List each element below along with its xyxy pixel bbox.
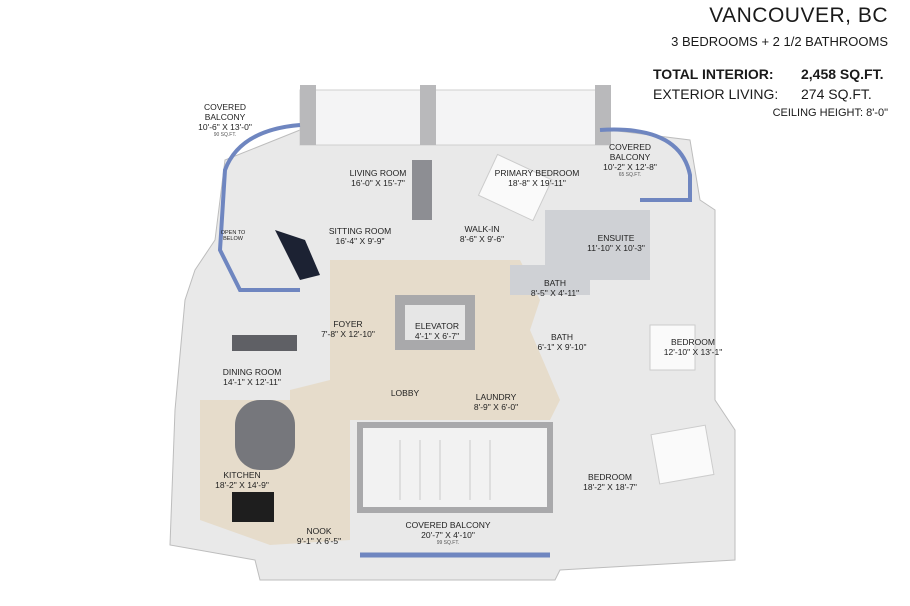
kitchen-range (232, 492, 274, 522)
primary-bed (477, 153, 553, 222)
room-name: COVERED BALCONY (608, 142, 652, 162)
room-name: OPEN TO BELOW (220, 230, 246, 242)
city-title: VANCOUVER, BC (709, 4, 888, 27)
room-name: NOOK (306, 526, 332, 536)
room-dims: 8'-9" X 6'-0" (473, 402, 519, 412)
room-area: 65 SQ.FT. (618, 172, 642, 178)
piano (275, 230, 320, 280)
room-area: 99 SQ.FT. (436, 540, 460, 546)
room-dims: 8'-5" X 4'-11" (530, 288, 580, 298)
room-lobby: LOBBY (391, 388, 419, 398)
room-name: LAUNDRY (475, 392, 517, 402)
room-name: BEDROOM (671, 337, 715, 347)
room-dims: 10'-6" X 13'-0" (198, 122, 252, 132)
sofa (412, 160, 432, 220)
room-name: COVERED BALCONY (203, 102, 247, 122)
room-name: BATH (550, 332, 574, 342)
room-dims: 6'-1" X 9'-10" (537, 342, 587, 352)
kitchen-island (235, 400, 295, 470)
room-name: KITCHEN (223, 470, 261, 480)
room-name: SITTING ROOM (328, 226, 392, 236)
room-dims: 9'-1" X 6'-5" (296, 536, 342, 546)
room-name: PRIMARY BEDROOM (494, 168, 580, 178)
room-dims: 4'-1" X 6'-7" (414, 331, 460, 341)
exterior-value: 274 SQ.FT. (801, 86, 872, 102)
room-dims: 18'-2" X 18'-7" (583, 482, 637, 492)
room-area: 90 SQ.FT. (213, 132, 237, 138)
room-name: LIVING ROOM (349, 168, 407, 178)
room-name: COVERED BALCONY (405, 520, 491, 530)
room-name: DINING ROOM (222, 367, 282, 377)
stairs (357, 422, 553, 513)
room-dims: 20'-7" X 4'-10" (421, 530, 475, 540)
room-name: WALK-IN (464, 224, 500, 234)
room-dims: 12'-10" X 13'-1" (663, 347, 723, 357)
room-dims: 16'-0" X 15'-7" (351, 178, 405, 188)
exterior-living: EXTERIOR LIVING: 274 SQ.FT. (653, 86, 872, 102)
room-name: LOBBY (390, 388, 420, 398)
total-interior-value: 2,458 SQ.FT. (801, 66, 884, 82)
room-dims: 18'-8" X 19'-11" (508, 178, 566, 188)
room-name: ENSUITE (597, 233, 635, 243)
room-dims: 8'-6" X 9'-6" (459, 234, 505, 244)
windows-top (299, 85, 611, 146)
room-dims: 14'-1" X 12'-11" (223, 377, 281, 387)
bath-floor (510, 265, 590, 295)
exterior-label: EXTERIOR LIVING: (653, 86, 779, 102)
room-name: BATH (543, 278, 567, 288)
room-dims: 18'-2" X 14'-9" (215, 480, 269, 490)
total-interior: TOTAL INTERIOR: 2,458 SQ.FT. (653, 66, 883, 82)
room-dims: 10'-2" X 12'-8" (603, 162, 657, 172)
room-dims: 16'-4" X 9'-9" (335, 236, 385, 246)
bed-2 (650, 424, 715, 485)
total-interior-label: TOTAL INTERIOR: (653, 66, 774, 82)
room-dims: 7'-8" X 12'-10" (321, 329, 375, 339)
ceiling-height: CEILING HEIGHT: 8'-0" (772, 107, 888, 119)
room-open-below: OPEN TO BELOW (220, 230, 246, 242)
bed-1 (649, 324, 696, 371)
railing-ne (599, 127, 692, 202)
room-name: BEDROOM (588, 472, 632, 482)
dining-table (232, 335, 297, 351)
railing-nw (217, 123, 301, 292)
room-dims: 11'-10" X 10'-3" (587, 243, 645, 253)
bedroom-summary: 3 BEDROOMS + 2 1/2 BATHROOMS (671, 34, 888, 49)
room-name: FOYER (333, 319, 363, 329)
room-name: ELEVATOR (415, 321, 459, 331)
